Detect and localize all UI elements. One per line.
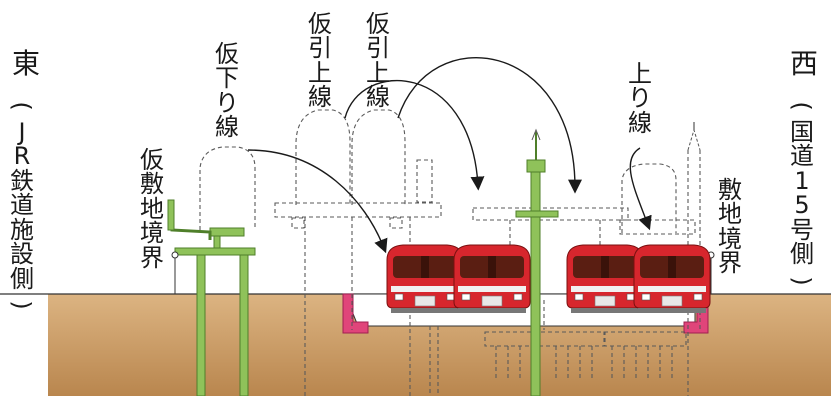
train-icon: [566, 244, 644, 314]
label-boundary: 敷地境界: [718, 176, 742, 278]
label-temp-up-line-2: 仮引上線: [366, 10, 390, 112]
label-east: 東: [12, 47, 41, 80]
arrow-icon: [247, 56, 652, 254]
label-temp-up-line-1: 仮引上線: [308, 10, 332, 112]
catenary-mast-right: [687, 128, 701, 151]
train-icon: [453, 244, 531, 314]
boundary-marker-left: [171, 251, 179, 294]
catenary-pole-center: [515, 128, 559, 396]
label-west: 西: [790, 47, 819, 80]
label-temp-down-line: 仮下り線: [215, 40, 239, 142]
label-temp-boundary: 仮敷地境界: [140, 146, 164, 272]
label-up-line: 上り線: [628, 60, 652, 137]
temporary-support-left: [167, 199, 256, 396]
train-icon: [633, 244, 711, 314]
train-icon: [386, 244, 464, 314]
retaining-wall-left: [342, 293, 369, 334]
